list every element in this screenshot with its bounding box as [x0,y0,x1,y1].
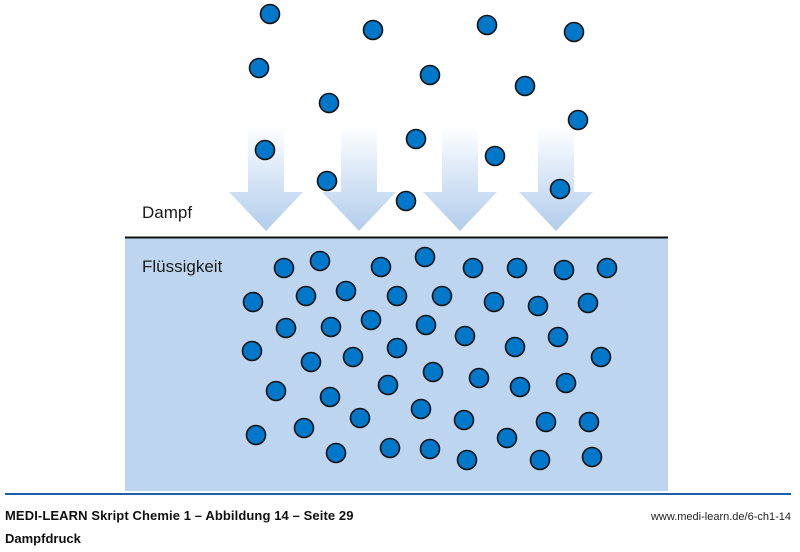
molecule [476,14,498,36]
molecule [265,380,287,402]
molecule [509,376,531,398]
footer-divider [5,493,791,495]
molecule [419,438,441,460]
molecule [254,139,276,161]
molecule [245,424,267,446]
molecule [293,417,315,439]
molecule [529,449,551,471]
down-arrow-icon [229,126,303,231]
molecule [553,259,575,281]
molecule [349,407,371,429]
molecule [431,285,453,307]
vapor-label: Dampf [142,203,192,222]
molecule [506,257,528,279]
molecule [483,291,505,313]
molecule [405,128,427,150]
down-arrow-icon [322,126,396,231]
condensation-arrows [229,126,593,231]
molecule [547,326,569,348]
molecule [596,257,618,279]
molecule [325,442,347,464]
molecule [241,340,263,362]
molecule [454,325,476,347]
molecule [273,257,295,279]
molecule [342,346,364,368]
molecule [320,316,342,338]
molecule [362,19,384,41]
molecule [563,21,585,43]
molecule [456,449,478,471]
vapor-molecules [248,3,589,212]
molecule [567,109,589,131]
molecule [462,257,484,279]
molecule [555,372,577,394]
molecule [335,280,357,302]
molecule [527,295,549,317]
molecule [309,250,331,272]
molecule [248,57,270,79]
molecule [422,361,444,383]
molecule [577,292,599,314]
molecule [300,351,322,373]
molecule [581,446,603,468]
footer-source: MEDI-LEARN Skript Chemie 1 – Abbildung 1… [5,508,354,523]
footer-caption: Dampfdruck [5,531,81,546]
molecule [468,367,490,389]
molecule [275,317,297,339]
molecule [549,178,571,200]
molecule [395,190,417,212]
molecule [484,145,506,167]
molecule [377,374,399,396]
molecule [386,285,408,307]
down-arrow-icon [519,126,593,231]
molecule [319,386,341,408]
molecule [453,409,475,431]
molecule [578,411,600,433]
liquid-label: Flüssigkeit [142,257,223,276]
molecule [386,337,408,359]
molecule [419,64,441,86]
molecule [496,427,518,449]
molecule [590,346,612,368]
molecule [504,336,526,358]
molecule [514,75,536,97]
molecule [295,285,317,307]
molecule [259,3,281,25]
molecule [316,170,338,192]
molecule [410,398,432,420]
footer-url-link[interactable]: www.medi-learn.de/6-ch1-14 [650,511,791,523]
molecule [318,92,340,114]
molecule [414,246,436,268]
molecule [379,437,401,459]
liquid-molecules [241,246,618,471]
molecule [360,309,382,331]
molecule [415,314,437,336]
molecule [535,411,557,433]
down-arrow-icon [423,126,497,231]
molecule [242,291,264,313]
molecule [370,256,392,278]
